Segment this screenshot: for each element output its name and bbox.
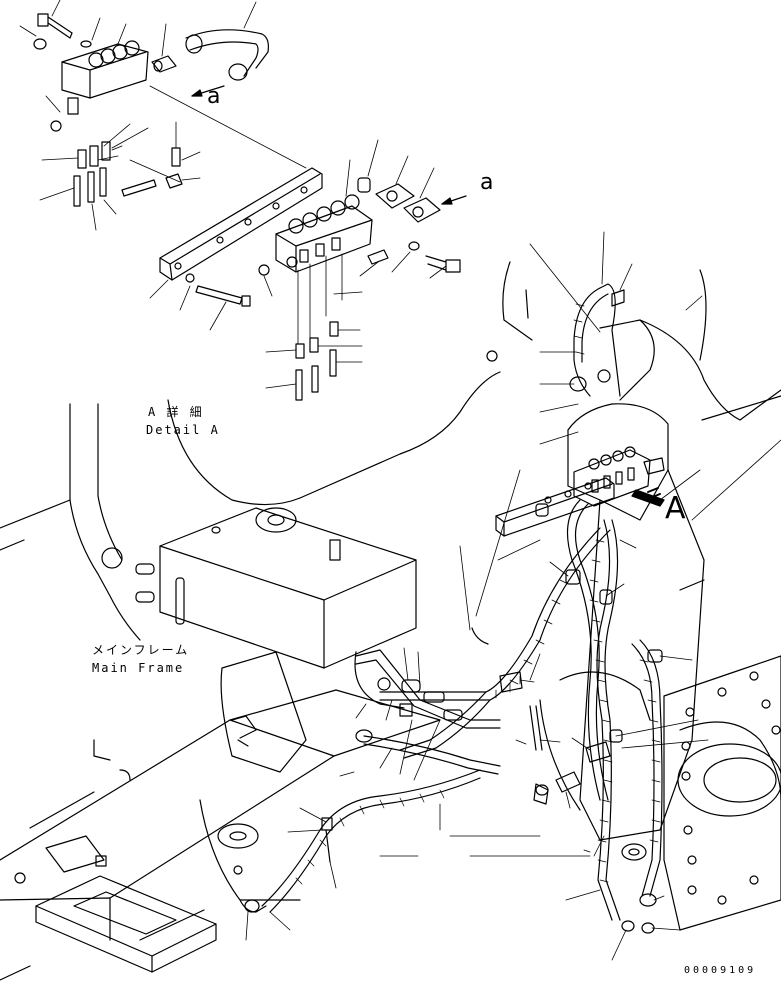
detail-a-title-en: Detail A	[146, 423, 220, 437]
manifold-block-mid	[275, 194, 373, 273]
adapter-fitting	[33, 38, 47, 50]
view-arrow-a-label-mid: a	[480, 170, 494, 195]
hose-lines	[261, 283, 663, 921]
top-manifold-assembly	[19, 0, 307, 231]
block-fittings	[357, 177, 441, 265]
right-housing	[486, 261, 781, 931]
leader-lines-top	[19, 0, 257, 231]
connection-line	[149, 85, 307, 169]
hose-fittings-left	[239, 289, 663, 934]
view-arrow-a-label-top: a	[207, 84, 221, 109]
detail-a-title-jp: A 詳 細	[148, 405, 204, 419]
frame-edge	[119, 769, 131, 781]
bracket-plate	[159, 167, 323, 281]
main-frame-outline	[0, 371, 501, 981]
drawing-number: 00009109	[684, 965, 757, 976]
bolt-top	[37, 13, 73, 39]
leader-lines-lower	[245, 231, 781, 961]
hose-top	[185, 29, 269, 81]
bracket-assembly	[149, 139, 467, 401]
manifold-block-top	[50, 40, 149, 132]
main-frame-label-en: Main Frame	[92, 661, 185, 675]
fittings-top	[73, 141, 183, 207]
main-frame-label-jp: メインフレーム	[92, 643, 190, 657]
washer	[80, 40, 92, 48]
bolt-mid	[425, 255, 461, 273]
hose-clip	[471, 627, 489, 645]
hose-wrap-marks	[295, 303, 661, 885]
leader-lines-mid	[149, 139, 447, 389]
detail-marker-label: A	[665, 491, 686, 526]
plug-fitting	[151, 55, 177, 73]
fittings-mid	[185, 264, 339, 401]
right-manifold-assembly	[495, 446, 665, 537]
